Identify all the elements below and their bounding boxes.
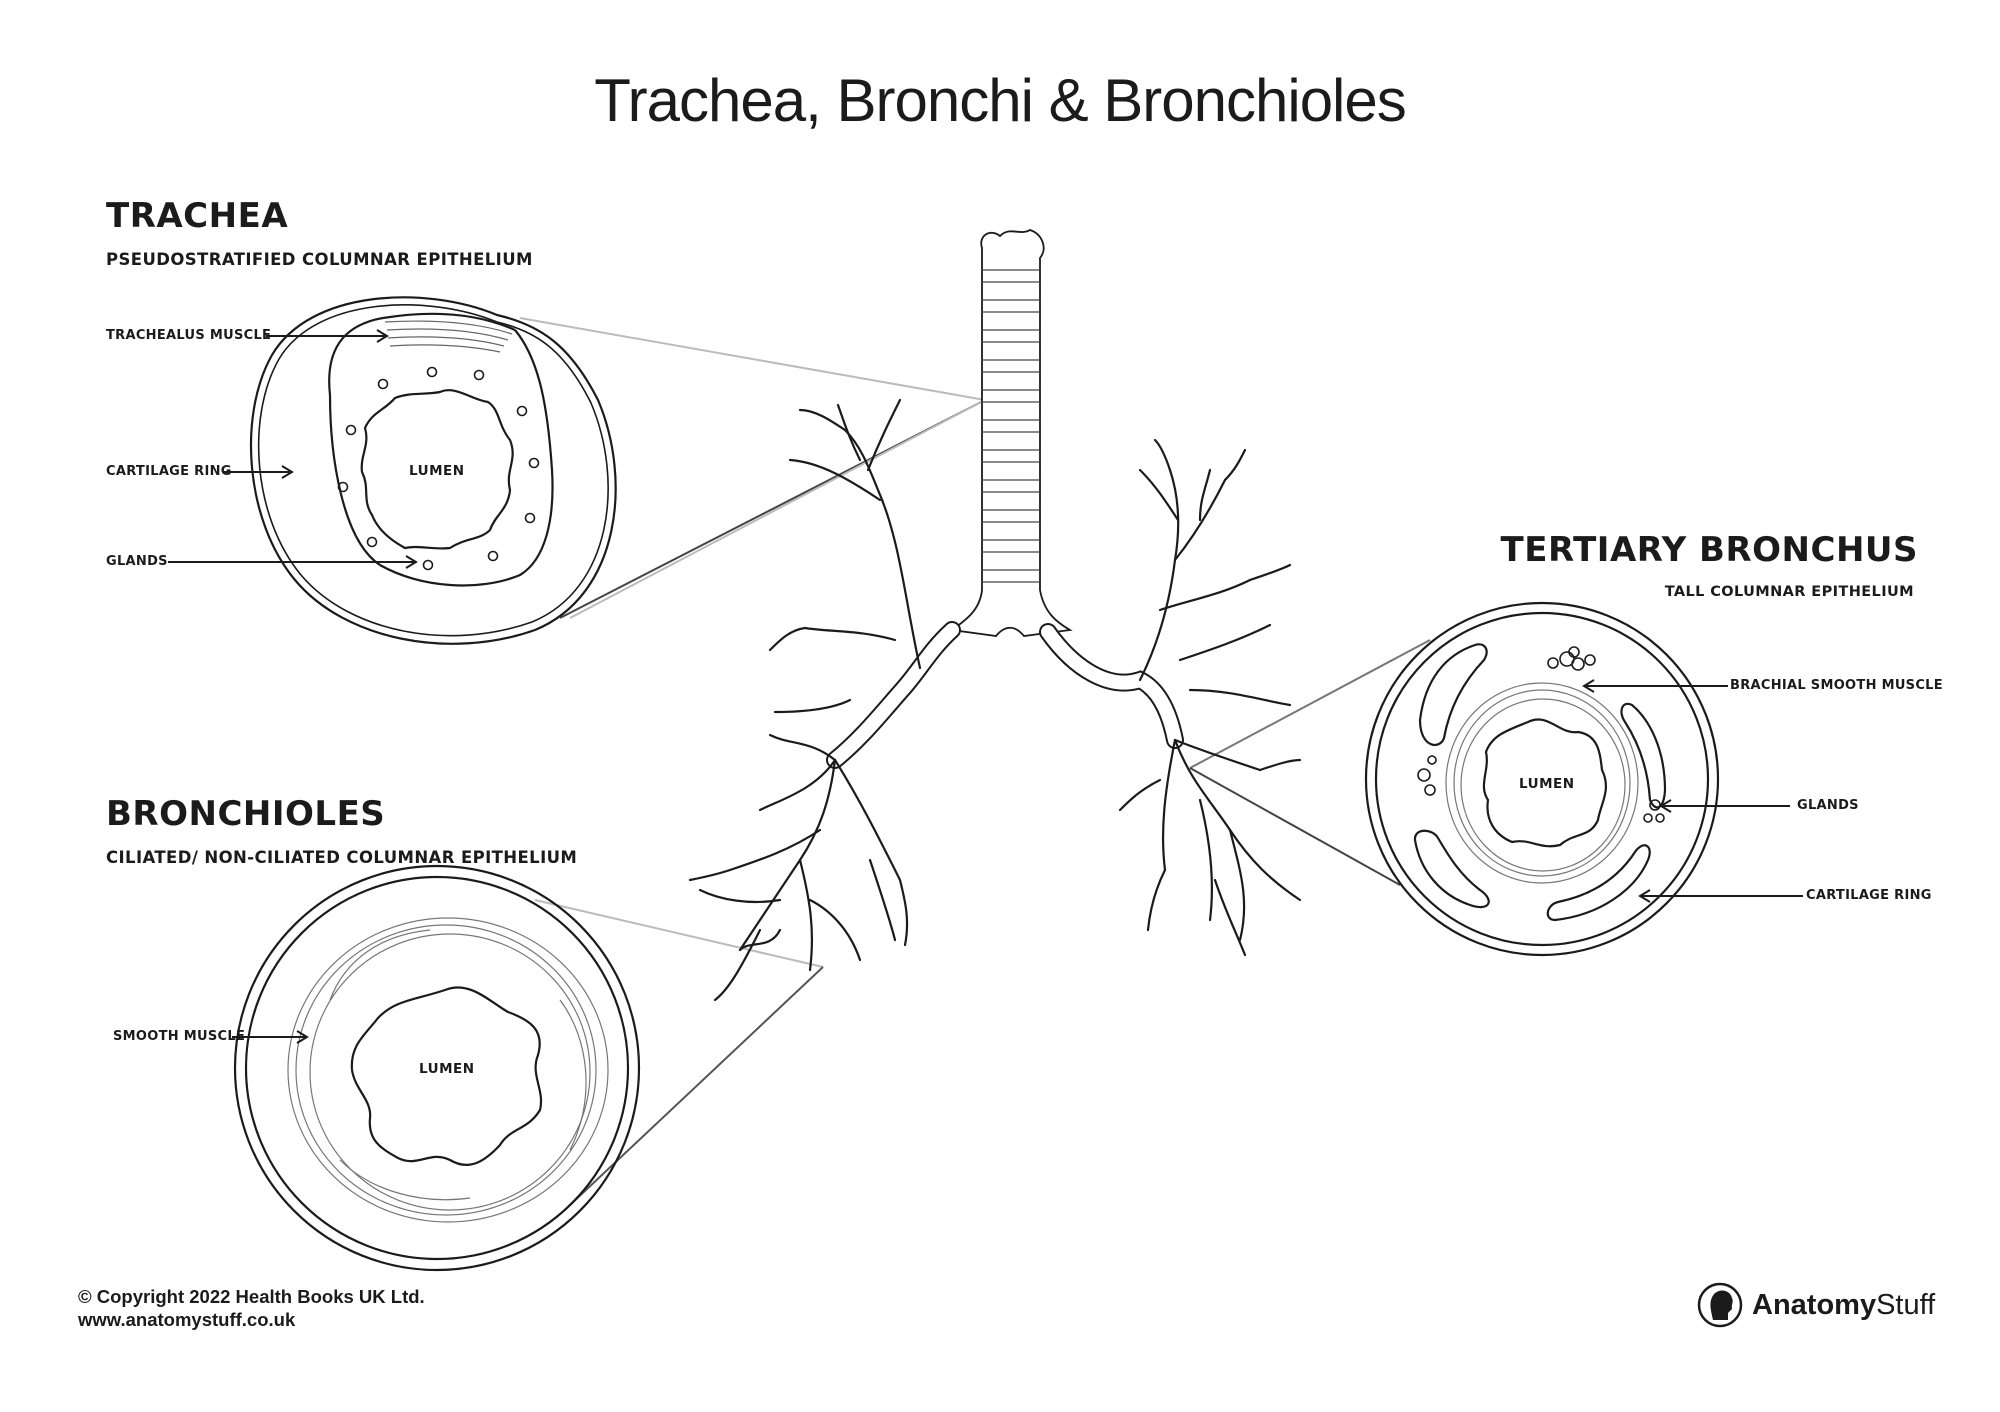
trachea-title: TRACHEA — [106, 196, 289, 236]
trachea-glands — [337, 366, 540, 571]
connector-line-trachea-lower — [569, 399, 986, 619]
trachea-cartilage-inner — [328, 316, 554, 587]
tertiary-bronchus-cross-section — [1364, 601, 1720, 957]
tertiary-smooth-muscle — [1445, 682, 1639, 884]
label-trachealus-muscle: TRACHEALUS MUSCLE — [106, 328, 272, 343]
label-smooth-muscle: SMOOTH MUSCLE — [113, 1029, 246, 1044]
copyright-text: © Copyright 2022 Health Books UK Ltd. — [78, 1286, 425, 1307]
label-cartilage-ring-trachea: CARTILAGE RING — [106, 464, 232, 479]
footer: © Copyright 2022 Health Books UK Ltd. ww… — [78, 1285, 425, 1331]
head-silhouette-icon — [1697, 1282, 1743, 1328]
trachea-subtitle: PSEUDOSTRATIFIED COLUMNAR EPITHELIUM — [106, 250, 533, 269]
trachea-tube — [949, 229, 1073, 637]
tertiary-bronchus-subtitle: TALL COLUMNAR EPITHELIUM — [1664, 584, 1914, 600]
label-glands-trachea: GLANDS — [106, 554, 168, 569]
bronchioles-subtitle: CILIATED/ NON-CILIATED COLUMNAR EPITHELI… — [106, 848, 578, 867]
label-cartilage-ring-tertiary: CARTILAGE RING — [1806, 888, 1932, 903]
label-glands-tertiary: GLANDS — [1797, 798, 1859, 813]
bronchioles-outer-wall — [233, 864, 641, 1272]
tertiary-glands — [1417, 646, 1665, 823]
bronchioles-smooth-muscle — [287, 917, 609, 1223]
lumen-label-trachea: LUMEN — [409, 463, 465, 479]
lumen-label-bronchioles: LUMEN — [419, 1061, 475, 1077]
bronchioles-title: BRONCHIOLES — [106, 794, 386, 834]
tertiary-bronchus-title: TERTIARY BRONCHUS — [1500, 530, 1918, 570]
label-arrows — [168, 329, 1803, 1044]
tertiary-cartilage-plate — [1418, 643, 1488, 747]
label-brachial-smooth-muscle: BRACHIAL SMOOTH MUSCLE — [1730, 678, 1943, 693]
page-title: Trachea, Bronchi & Bronchioles — [594, 67, 1407, 134]
logo-text: AnatomyStuff — [1752, 1289, 1935, 1322]
trachea-lumen-outline — [360, 389, 514, 550]
bronchioles-lumen-outline — [350, 986, 543, 1166]
connector-lines — [519, 317, 1431, 1206]
anatomystuff-logo[interactable]: AnatomyStuff — [1698, 1280, 1935, 1330]
bronchial-tree — [688, 229, 1302, 1002]
tertiary-lumen-outline — [1482, 718, 1607, 848]
trachea-outer-wall — [249, 296, 617, 645]
trachea-cross-section — [249, 296, 617, 645]
lumen-label-tertiary: LUMEN — [1519, 776, 1575, 792]
logo-text-bold: Anatomy — [1752, 1288, 1877, 1321]
tertiary-outer-wall — [1364, 601, 1720, 957]
trachealus-muscle — [384, 320, 513, 353]
bronchioles-cross-section — [233, 864, 641, 1272]
logo-text-regular: Stuff — [1876, 1288, 1936, 1321]
website-link[interactable]: www.anatomystuff.co.uk — [78, 1309, 296, 1330]
